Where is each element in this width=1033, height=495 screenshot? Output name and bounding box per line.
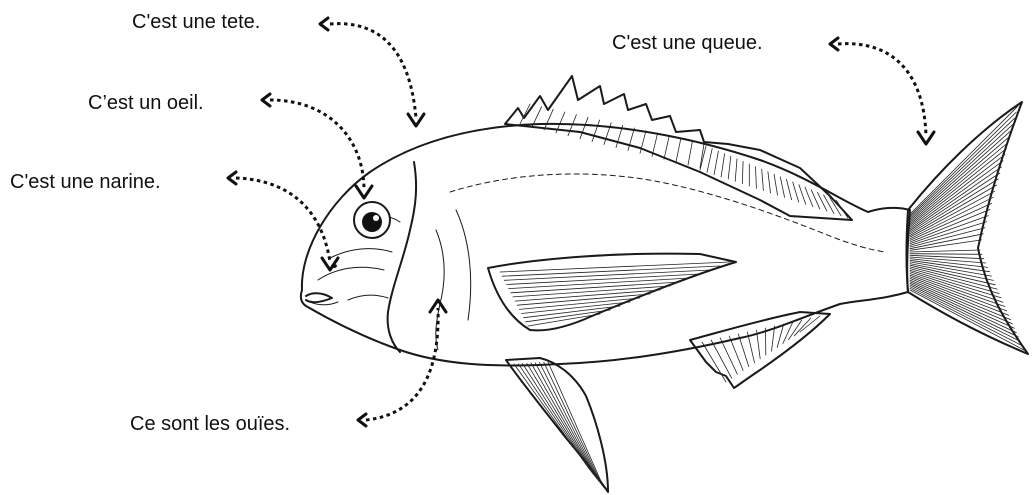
pelvic-fin-rays	[514, 362, 604, 488]
arrow-to-tail	[830, 38, 934, 144]
label-nostril: C'est une narine.	[10, 172, 161, 192]
anal-fin	[690, 312, 830, 388]
arrow-to-head	[320, 18, 424, 126]
label-eye: C’est un oeil.	[88, 93, 204, 113]
gill-cover	[388, 162, 416, 352]
fish-mouth	[306, 293, 332, 302]
label-tail: C'est une queue.	[612, 33, 763, 53]
fish-body	[301, 124, 910, 366]
dorsal-fin-rays	[520, 104, 848, 218]
arrow-to-nostril	[228, 172, 338, 270]
lateral-line	[450, 174, 886, 252]
label-gills: Ce sont les ouïes.	[130, 414, 290, 434]
arrow-to-gills	[358, 300, 446, 426]
label-head: C'est une tete.	[132, 12, 260, 32]
anal-fin-rays	[702, 316, 820, 382]
pectoral-fin-rays	[500, 262, 730, 326]
